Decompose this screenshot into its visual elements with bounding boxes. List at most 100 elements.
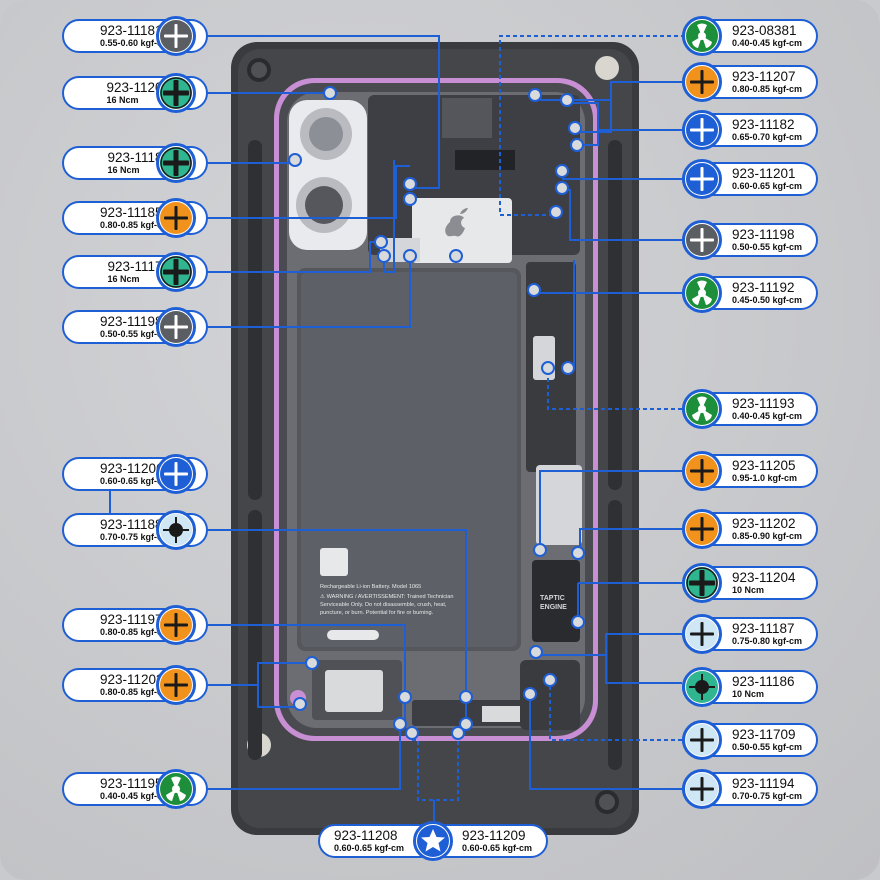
screw-location-marker[interactable]	[288, 153, 302, 167]
screw-type-icon	[156, 307, 196, 347]
screw-location-marker[interactable]	[549, 205, 563, 219]
leader-line	[383, 160, 395, 273]
torque-spec: 0.60-0.65 kgf-cm	[99, 476, 170, 486]
screw-location-marker[interactable]	[571, 546, 585, 560]
torque-spec: 0.70-0.75 kgf-cm	[99, 532, 170, 542]
torque-spec: 16 Ncm	[106, 95, 139, 105]
screw-location-marker[interactable]	[459, 690, 473, 704]
torque-spec: 0.65-0.70 kgf-cm	[732, 132, 803, 142]
leader-line	[196, 241, 381, 273]
screw-location-marker[interactable]	[555, 181, 569, 195]
screw-location-marker[interactable]	[543, 673, 557, 687]
screw-location-marker[interactable]	[393, 717, 407, 731]
part-number: 923-11192	[732, 280, 795, 295]
screw-location-marker[interactable]	[377, 249, 391, 263]
torque-spec: 16 Ncm	[107, 165, 140, 175]
part-number: 923-11208	[334, 828, 398, 843]
screw-type-icon	[682, 720, 722, 760]
battery-label-line: Rechargeable Li-ion Battery. Model 1065	[320, 584, 421, 590]
screw-location-marker[interactable]	[523, 687, 537, 701]
part-number: 923-11198	[732, 227, 795, 242]
part-number: 923-11186	[732, 674, 795, 689]
torque-spec: 0.80-0.85 kgf-cm	[99, 627, 170, 637]
part-number: 923-11181	[99, 23, 163, 38]
part-number: 923-11197	[99, 612, 163, 627]
screw-location-marker[interactable]	[527, 283, 541, 297]
screw-location-marker[interactable]	[449, 249, 463, 263]
screw-type-icon	[156, 198, 196, 238]
battery-label-line: puncture, or burn. Potential for fire or…	[320, 610, 434, 616]
torque-spec: 0.50-0.55 kgf-cm	[732, 742, 803, 752]
torque-spec: 0.70-0.75 kgf-cm	[732, 791, 803, 801]
screw-type-icon	[156, 665, 196, 705]
part-number: 923-11195	[99, 776, 163, 791]
screw-location-marker[interactable]	[571, 615, 585, 629]
screw-location-marker[interactable]	[405, 726, 419, 740]
screw-location-marker[interactable]	[560, 93, 574, 107]
torque-spec: 0.40-0.45 kgf-cm	[732, 411, 803, 421]
screw-location-marker[interactable]	[403, 177, 417, 191]
torque-spec: 10 Ncm	[732, 585, 765, 595]
leader-line	[540, 81, 682, 101]
screw-type-icon	[413, 821, 453, 861]
part-number: 923-11709	[732, 727, 796, 742]
screw-location-marker[interactable]	[533, 543, 547, 557]
leader-line	[196, 529, 467, 697]
torque-spec: 0.95-1.0 kgf-cm	[732, 473, 798, 483]
screw-location-marker[interactable]	[323, 86, 337, 100]
part-number: 923-11204	[732, 570, 796, 585]
screw-location-marker[interactable]	[459, 717, 473, 731]
screw-type-icon	[682, 563, 722, 603]
torque-spec: 0.50-0.55 kgf-cm	[732, 242, 803, 252]
screw-location-marker[interactable]	[561, 361, 575, 375]
screw-location-marker[interactable]	[555, 164, 569, 178]
screw-type-icon	[156, 16, 196, 56]
screw-location-marker[interactable]	[568, 121, 582, 135]
leader-line	[196, 256, 411, 328]
screw-location-marker[interactable]	[305, 656, 319, 670]
screw-type-icon	[682, 62, 722, 102]
part-number: 923-11194	[732, 776, 795, 791]
screw-type-icon	[682, 667, 722, 707]
screw-type-icon	[156, 73, 196, 113]
screw-type-icon	[682, 614, 722, 654]
leader-line	[577, 129, 682, 146]
apple-logo-icon	[445, 208, 468, 237]
leader-line	[257, 685, 300, 708]
part-number: 923-11206	[99, 461, 164, 476]
screw-location-marker[interactable]	[374, 235, 388, 249]
part-number: 923-11182	[732, 117, 795, 132]
screw-type-icon	[682, 509, 722, 549]
battery-label-line: ⚠ WARNING / AVERTISSEMENT: Trained Techn…	[320, 593, 454, 600]
part-number: 923-11207	[732, 69, 796, 84]
screw-type-icon	[682, 159, 722, 199]
screw-location-marker[interactable]	[398, 690, 412, 704]
taptic-engine-label: ENGINE	[540, 604, 567, 611]
screw-location-marker[interactable]	[293, 697, 307, 711]
screw-location-marker[interactable]	[529, 645, 543, 659]
leader-line	[499, 35, 720, 216]
screw-type-icon	[156, 769, 196, 809]
leader-line	[575, 100, 612, 133]
torque-spec: 0.80-0.85 kgf-cm	[99, 220, 170, 230]
screw-location-marker[interactable]	[403, 249, 417, 263]
part-number: 923-11203	[99, 672, 164, 687]
torque-spec: 0.80-0.85 kgf-cm	[732, 84, 803, 94]
leader-line	[568, 260, 575, 369]
torque-spec: 10 Ncm	[732, 689, 765, 699]
leader-line	[196, 165, 410, 219]
part-number: 923-11180	[107, 150, 170, 165]
screw-type-icon	[156, 605, 196, 645]
screw-type-icon	[156, 252, 196, 292]
screw-location-marker[interactable]	[403, 192, 417, 206]
torque-spec: 0.80-0.85 kgf-cm	[99, 687, 170, 697]
screw-location-marker[interactable]	[570, 138, 584, 152]
screw-location-marker[interactable]	[451, 726, 465, 740]
taptic-engine	[532, 560, 580, 642]
screw-location-marker[interactable]	[528, 88, 542, 102]
screw-type-icon	[682, 16, 722, 56]
screw-location-marker[interactable]	[541, 361, 555, 375]
tray-magnet-icon	[595, 56, 619, 80]
